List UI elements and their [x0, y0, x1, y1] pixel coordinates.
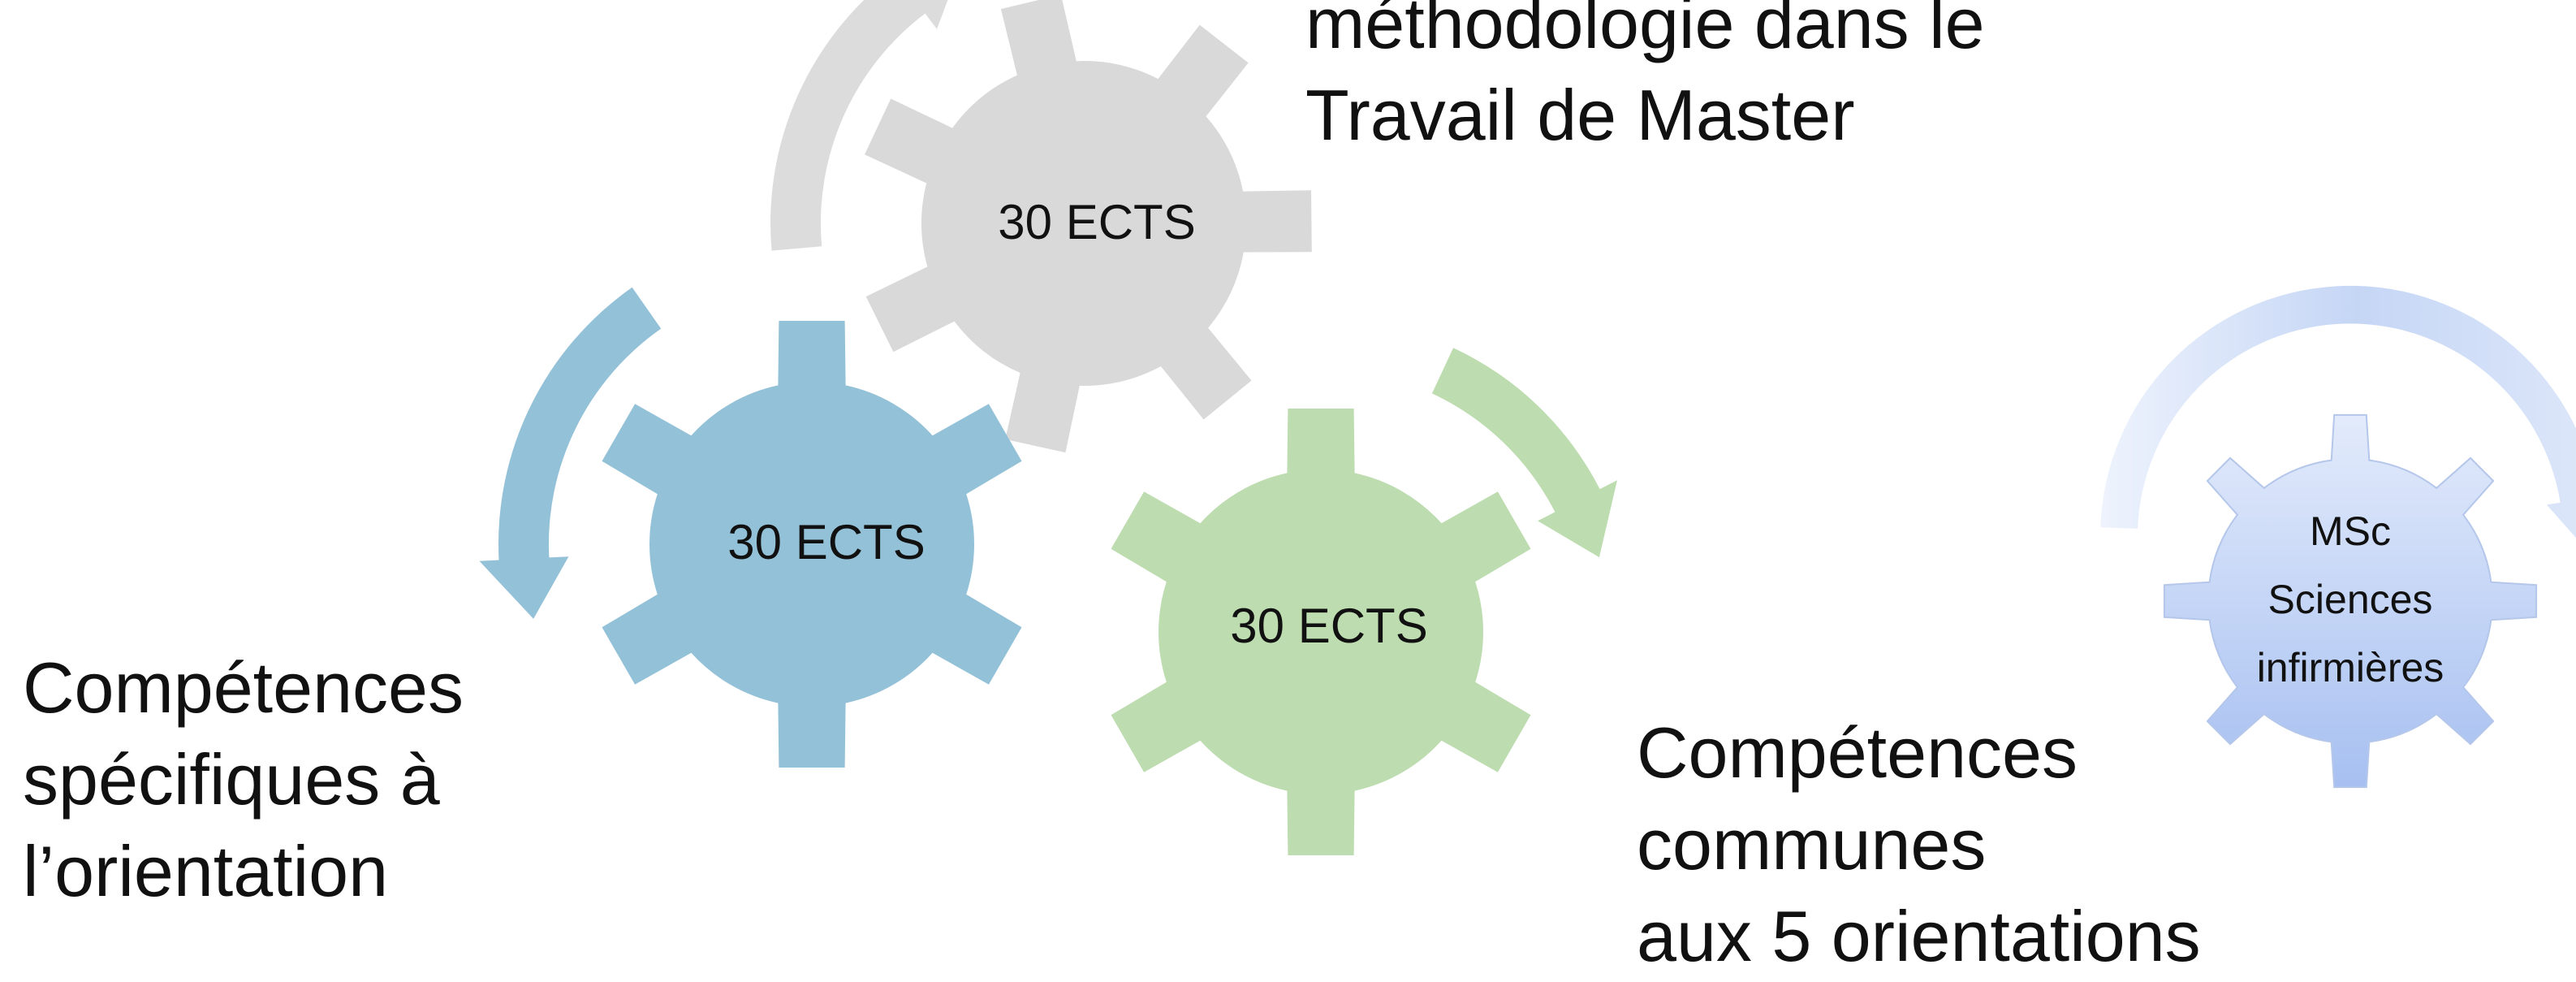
logo-line-2: Sciences: [2268, 577, 2433, 622]
gear-green: 30 ECTS: [1111, 409, 1531, 855]
gear-blue-shape: [602, 321, 1022, 768]
gear-gray-shape: [865, 0, 1312, 453]
blue-cycle-arrow: [479, 287, 662, 619]
caption-specific-line-3: l’orientation: [23, 831, 389, 911]
caption-methodology-line-2: Travail de Master: [1305, 75, 1855, 155]
caption-common-line-3: aux 5 orientations: [1637, 896, 2201, 976]
gear-blue: 30 ECTS: [602, 321, 1022, 768]
caption-methodology: méthodologie dans le Travail de Master: [1305, 0, 1985, 161]
logo-line-1: MSc: [2310, 508, 2391, 554]
logo-cycle-arrow: [2100, 285, 2576, 539]
caption-common-competences: Compétences communes aux 5 orientations: [1637, 707, 2201, 982]
gear-gray: 30 ECTS: [865, 0, 1312, 453]
caption-specific-line-1: Compétences: [23, 647, 464, 728]
caption-specific-line-2: spécifiques à: [23, 739, 440, 820]
msc-logo: MSc Sciences infirmières: [2100, 285, 2576, 789]
logo-gear-shape: [2163, 413, 2538, 789]
caption-common-line-2: communes: [1637, 804, 1987, 885]
caption-specific-competences: Compétences spécifiques à l’orientation: [23, 642, 464, 917]
gear-blue-label: 30 ECTS: [727, 515, 925, 569]
caption-common-line-1: Compétences: [1637, 712, 2078, 793]
logo-line-3: infirmières: [2257, 645, 2444, 690]
green-cycle-arrow: [1431, 348, 1617, 558]
caption-methodology-line-1: méthodologie dans le: [1305, 0, 1985, 63]
gear-green-label: 30 ECTS: [1230, 599, 1427, 653]
gear-green-shape: [1111, 409, 1531, 855]
gray-cycle-arrow: [770, 0, 948, 251]
gear-gray-label: 30 ECTS: [998, 195, 1195, 249]
